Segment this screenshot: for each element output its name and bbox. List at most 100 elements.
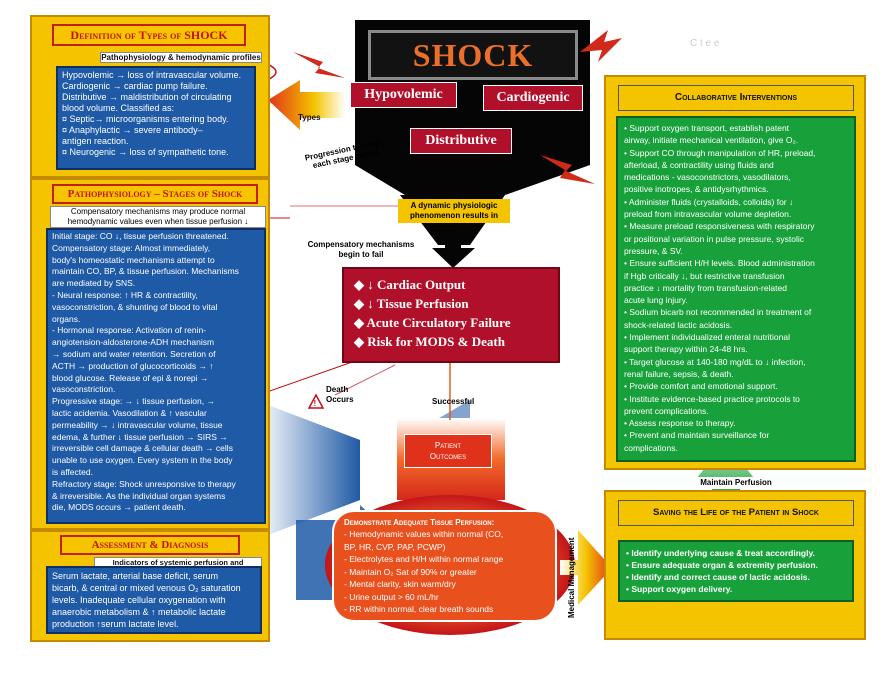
- definition-title: Definition of Types of SHOCK: [52, 24, 246, 46]
- down-arrow: [432, 248, 475, 268]
- perfusion-title: Demonstrate Adequate Tissue Perfusion:: [344, 518, 495, 527]
- collab-line: complications.: [624, 442, 678, 453]
- collab-line: afterload, & contractility using fluids …: [624, 159, 774, 170]
- def-line: Distributive → maldistribution of circul…: [62, 92, 232, 102]
- saving-content: • Identify underlying cause & treat acco…: [618, 540, 854, 602]
- collab-line: medications - vasoconstrictors, vasodila…: [624, 172, 791, 183]
- collab-line: renal failure, sepsis, & death.: [624, 368, 734, 379]
- collab-line: acute lung injury.: [624, 295, 688, 306]
- perfusion-line: - Urine output > 60 mL/hr: [344, 591, 439, 602]
- death-line-2: Occurs: [326, 395, 354, 404]
- death-line-1: Death: [326, 385, 349, 394]
- collab-line: practice ↓ mortality from transfusion-re…: [624, 282, 787, 293]
- stage-line: Initial stage: CO ↓, tissue perfusion th…: [52, 231, 229, 241]
- perfusion-line: - Hemodynamic values within normal (CO,: [344, 529, 504, 539]
- collab-line: airway, initiate mechanical ventilation,…: [624, 135, 799, 146]
- types-label: Types: [298, 113, 321, 122]
- collab-line: • Provide comfort and emotional support.: [624, 381, 778, 392]
- stage-line: is affected.: [52, 466, 93, 477]
- collaborative-content: • Support oxygen transport, establish pa…: [616, 116, 856, 462]
- dynamic-line-1: A dynamic physiologic: [410, 201, 498, 210]
- center-item: ◆ Acute Circulatory Failure: [354, 315, 511, 330]
- collab-line: • Assess response to therapy.: [624, 418, 736, 429]
- blue-arrow-shape: [268, 405, 360, 535]
- svg-text:!: !: [314, 399, 317, 408]
- def-line: Hypovolemic → loss of intravascular volu…: [62, 70, 242, 80]
- assessment-line: levels. Inadequate cellular oxygenation …: [52, 595, 226, 605]
- assessment-line: production ↑serum lactate level.: [52, 619, 179, 629]
- def-line: ¤ Neurogenic → loss of sympathetic tone.: [62, 147, 229, 157]
- saving-line: • Identify underlying cause & treat acco…: [626, 548, 815, 558]
- assessment-line: Serum lactate, arterial base deficit, se…: [52, 571, 219, 581]
- def-line: blood volume. Classified as:: [62, 103, 175, 113]
- outcomes-line-2: Outcomes: [429, 452, 467, 461]
- collab-line: support therapy within 24-48 hrs.: [624, 344, 748, 355]
- center-item: ◆ ↓ Tissue Perfusion: [354, 296, 469, 311]
- collab-line: or positional variation in pulse pressur…: [624, 233, 805, 244]
- collab-line: positive inotropes, & antidysrhythmics.: [624, 184, 769, 195]
- assessment-title: Assessment & Diagnosis: [60, 535, 240, 555]
- stage-line: Progressive stage: → ↓ tissue perfusion,…: [52, 396, 215, 407]
- perfusion-line: - Maintain O₂ Sat of 90% or greater: [344, 566, 477, 577]
- stage-line: edema, & further ↓ tissue perfusion → SI…: [52, 431, 228, 442]
- saving-line: • Identify and correct cause of lactic a…: [626, 572, 810, 582]
- center-outcome-box: ◆ ↓ Cardiac Output ◆ ↓ Tissue Perfusion …: [342, 267, 560, 363]
- stage-line: lactic acidemia. Vasodilation & ↑ vascul…: [52, 407, 207, 418]
- assessment-content: Serum lactate, arterial base deficit, se…: [46, 566, 262, 634]
- stage-line: vasoconstriction, & shunting of blood to…: [52, 301, 218, 312]
- cardiogenic-label: Cardiogenic: [483, 85, 583, 111]
- perfusion-line: - Electrolytes and H/H within normal ran…: [344, 554, 504, 564]
- stage-line: body's homeostatic mechanisms attempt to: [52, 254, 215, 265]
- collab-line: • Sodium bicarb not recommended in treat…: [624, 307, 812, 318]
- stage-line: ACTH → production of glucocorticoids → ↑: [52, 360, 214, 371]
- def-line: ¤ Anaphylactic → severe antibody–: [62, 125, 203, 135]
- compensatory-fail-line-2: begin to fail: [338, 250, 384, 259]
- lightning-bolt-2: [580, 30, 622, 62]
- collab-line: • Support oxygen transport, establish pa…: [624, 123, 790, 133]
- stages-subtitle-line-2: hemodynamic values even when tissue perf…: [67, 217, 249, 226]
- stage-line: permeability → ↓ intravascular volume, t…: [52, 419, 223, 430]
- stage-line: vasoconstriction.: [52, 384, 116, 395]
- saving-line: • Ensure adequate organ & extremity perf…: [626, 560, 818, 570]
- collab-line: • Target glucose at 140-180 mg/dL to ↓ i…: [624, 356, 806, 367]
- stage-line: Compensatory stage: Almost immediately,: [52, 242, 211, 253]
- collab-line: • Ensure sufficient H/H levels. Blood ad…: [624, 258, 815, 269]
- stage-line: Refractory stage: Shock unresponsive to …: [52, 478, 236, 489]
- stage-line: blood glucose. Release of epi & norepi →: [52, 372, 209, 383]
- stage-line: angiotension-aldosterone-ADH mechanism: [52, 337, 215, 348]
- compensatory-fail-label: Compensatory mechanisms begin to fail: [300, 240, 422, 260]
- def-line: antigen reaction.: [62, 136, 129, 146]
- perfusion-line: - RR within normal, clear breath sounds: [344, 604, 494, 614]
- assessment-line: bicarb, & central or mixed venous O₂ sat…: [52, 583, 241, 593]
- stage-line: are mediated by SNS.: [52, 278, 136, 289]
- stages-subtitle: Compensatory mechanisms may produce norm…: [50, 206, 266, 228]
- def-line: Cardiogenic → cardiac pump failure.: [62, 81, 208, 91]
- stage-line: maintain CO, BP, & tissue perfusion. Mec…: [52, 266, 239, 277]
- perfusion-line: BP, HR, CVP, PAP, PCWP): [344, 541, 446, 552]
- stage-line: organs.: [52, 313, 81, 324]
- patient-outcomes-box: Patient Outcomes: [404, 434, 492, 468]
- stage-line: die, MODS occurs → patient death.: [52, 502, 186, 513]
- collab-line: • Support CO through manipulation of HR,…: [624, 147, 816, 158]
- stage-line: - Hormonal response: Activation of renin…: [52, 325, 207, 336]
- stages-title: Pathophysiology – Stages of Shock: [52, 184, 258, 204]
- definition-subtitle: Pathophysiology & hemodynamic profiles: [100, 52, 262, 63]
- maintain-perfusion-label: Maintain Perfusion: [690, 477, 782, 489]
- collab-line: shock-related lactic acidosis.: [624, 319, 733, 330]
- collab-line: if Hgb critically ↓, but restrictive tra…: [624, 270, 785, 281]
- saving-title: Saving the Life of the Patient in Shock: [618, 500, 854, 526]
- types-arrow: [268, 80, 345, 130]
- assessment-line: anaerobic metabolism & ↑ metabolic lacta…: [52, 607, 226, 617]
- collab-line: • Measure preload responsiveness with re…: [624, 221, 815, 232]
- center-item: ◆ ↓ Cardiac Output: [354, 277, 466, 292]
- collaborative-title: Collaborative Interventions: [618, 85, 854, 111]
- stages-subtitle-line-1: Compensatory mechanisms may produce norm…: [70, 207, 246, 216]
- stage-line: irreversible cell damage & cellular deat…: [52, 443, 233, 454]
- stage-line: - Neural response: ↑ HR & contractility,: [52, 289, 198, 300]
- death-occurs-label: Death Occurs: [326, 385, 354, 405]
- collab-line: • Institute evidence-based practice prot…: [624, 393, 800, 404]
- medical-management-arrow: [560, 530, 612, 605]
- definition-content: Hypovolemic → loss of intravascular volu…: [56, 66, 256, 170]
- distributive-label: Distributive: [410, 128, 512, 154]
- dynamic-label-box: A dynamic physiologic phenomenon results…: [398, 199, 510, 223]
